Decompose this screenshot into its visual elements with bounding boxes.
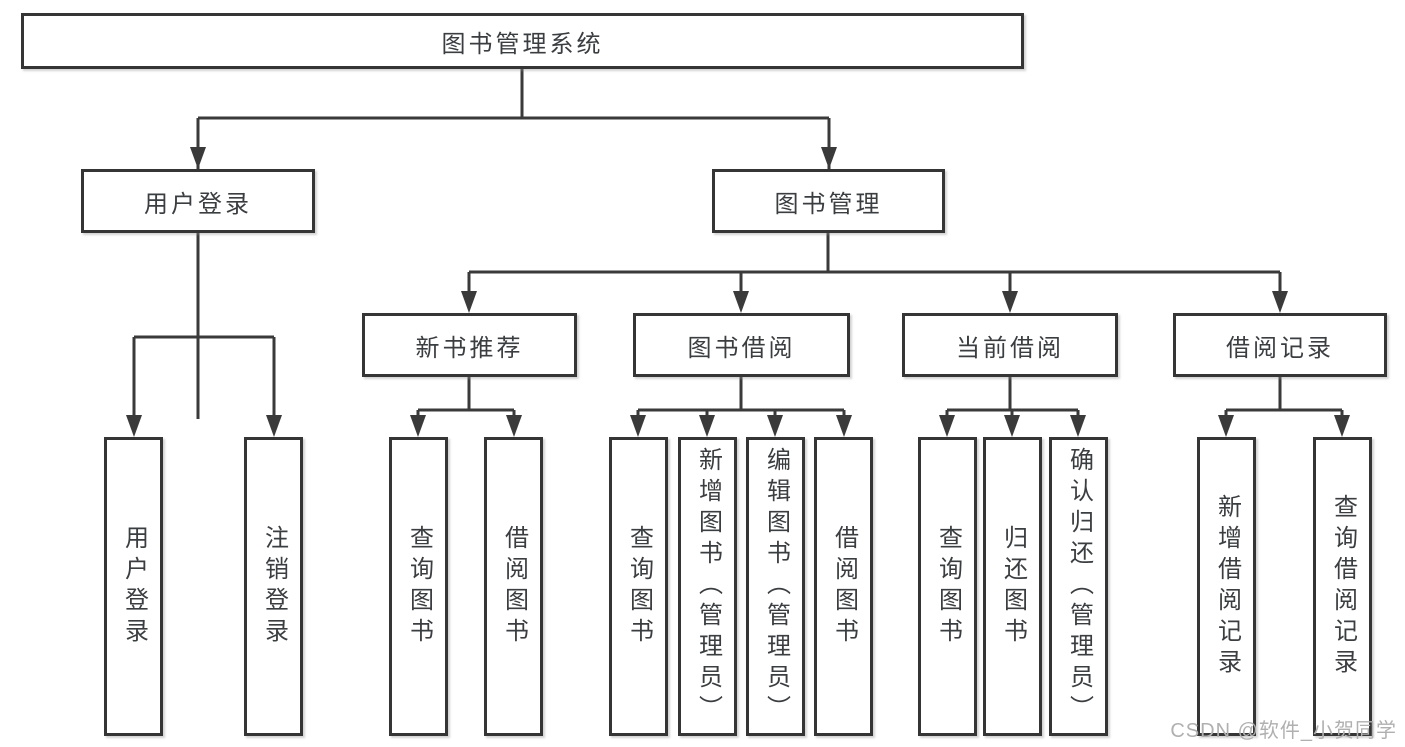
leaf-records-query-record: 查询借阅记录 bbox=[1313, 437, 1372, 736]
connector-root-arrow-shafts bbox=[196, 118, 831, 152]
arrow-down-icon bbox=[630, 415, 646, 437]
node-user-login: 用户登录 bbox=[81, 169, 315, 233]
arrow-down-icon bbox=[410, 415, 426, 437]
arrow-down-icon bbox=[506, 415, 522, 437]
connector-new-book-recommend-to-leaves bbox=[416, 377, 516, 420]
node-new-book-recommend: 新书推荐 bbox=[362, 313, 577, 377]
csdn-watermark: CSDN @软件_小贺同学 bbox=[1170, 720, 1397, 742]
arrow-down-icon bbox=[767, 415, 783, 437]
node-borrowing-records: 借阅记录 bbox=[1173, 313, 1387, 377]
leaf-borrowing-query-books: 查询图书 bbox=[609, 437, 668, 736]
arrow-down-icon bbox=[461, 291, 477, 313]
arrow-down-icon bbox=[266, 415, 282, 437]
connector-book-borrowing-to-leaves bbox=[636, 377, 846, 420]
arrow-down-icon bbox=[1002, 291, 1018, 313]
arrow-down-icon bbox=[821, 147, 837, 169]
leaf-current-confirm-return-admin: 确认归还（管理员） bbox=[1049, 437, 1108, 736]
connector-borrowing-records-to-leaves bbox=[1224, 377, 1344, 420]
arrow-down-icon bbox=[1218, 415, 1234, 437]
leaf-borrowing-edit-books-admin: 编辑图书（管理员） bbox=[746, 437, 805, 736]
arrow-down-icon bbox=[1334, 415, 1350, 437]
leaf-recommend-borrow-books: 借阅图书 bbox=[484, 437, 543, 736]
leaf-logout: 注销登录 bbox=[244, 437, 303, 736]
leaf-current-query-books: 查询图书 bbox=[918, 437, 977, 736]
connector-user-login-to-leaves bbox=[132, 233, 276, 420]
leaf-borrowing-borrow-books: 借阅图书 bbox=[814, 437, 873, 736]
connector-current-borrowing-to-leaves bbox=[945, 377, 1080, 420]
arrow-down-icon bbox=[733, 291, 749, 313]
node-book-borrowing: 图书借阅 bbox=[633, 313, 850, 377]
arrow-down-icon bbox=[699, 415, 715, 437]
arrow-down-icon bbox=[1004, 415, 1020, 437]
connector-book-management-to-level3 bbox=[467, 233, 1282, 296]
node-current-borrowing: 当前借阅 bbox=[902, 313, 1118, 377]
leaf-current-return-books: 归还图书 bbox=[983, 437, 1042, 736]
leaf-recommend-query-books: 查询图书 bbox=[389, 437, 448, 736]
arrow-down-icon bbox=[126, 415, 142, 437]
arrow-down-icon bbox=[1070, 415, 1086, 437]
arrow-down-icon bbox=[939, 415, 955, 437]
node-book-management: 图书管理 bbox=[712, 169, 945, 233]
arrow-down-icon bbox=[1272, 291, 1288, 313]
arrow-down-icon bbox=[836, 415, 852, 437]
arrow-down-icon bbox=[190, 147, 206, 169]
node-root-library-system: 图书管理系统 bbox=[21, 13, 1024, 69]
leaf-user-login: 用户登录 bbox=[104, 437, 163, 736]
leaf-borrowing-add-books-admin: 新增图书（管理员） bbox=[678, 437, 737, 736]
leaf-records-add-record: 新增借阅记录 bbox=[1197, 437, 1256, 736]
